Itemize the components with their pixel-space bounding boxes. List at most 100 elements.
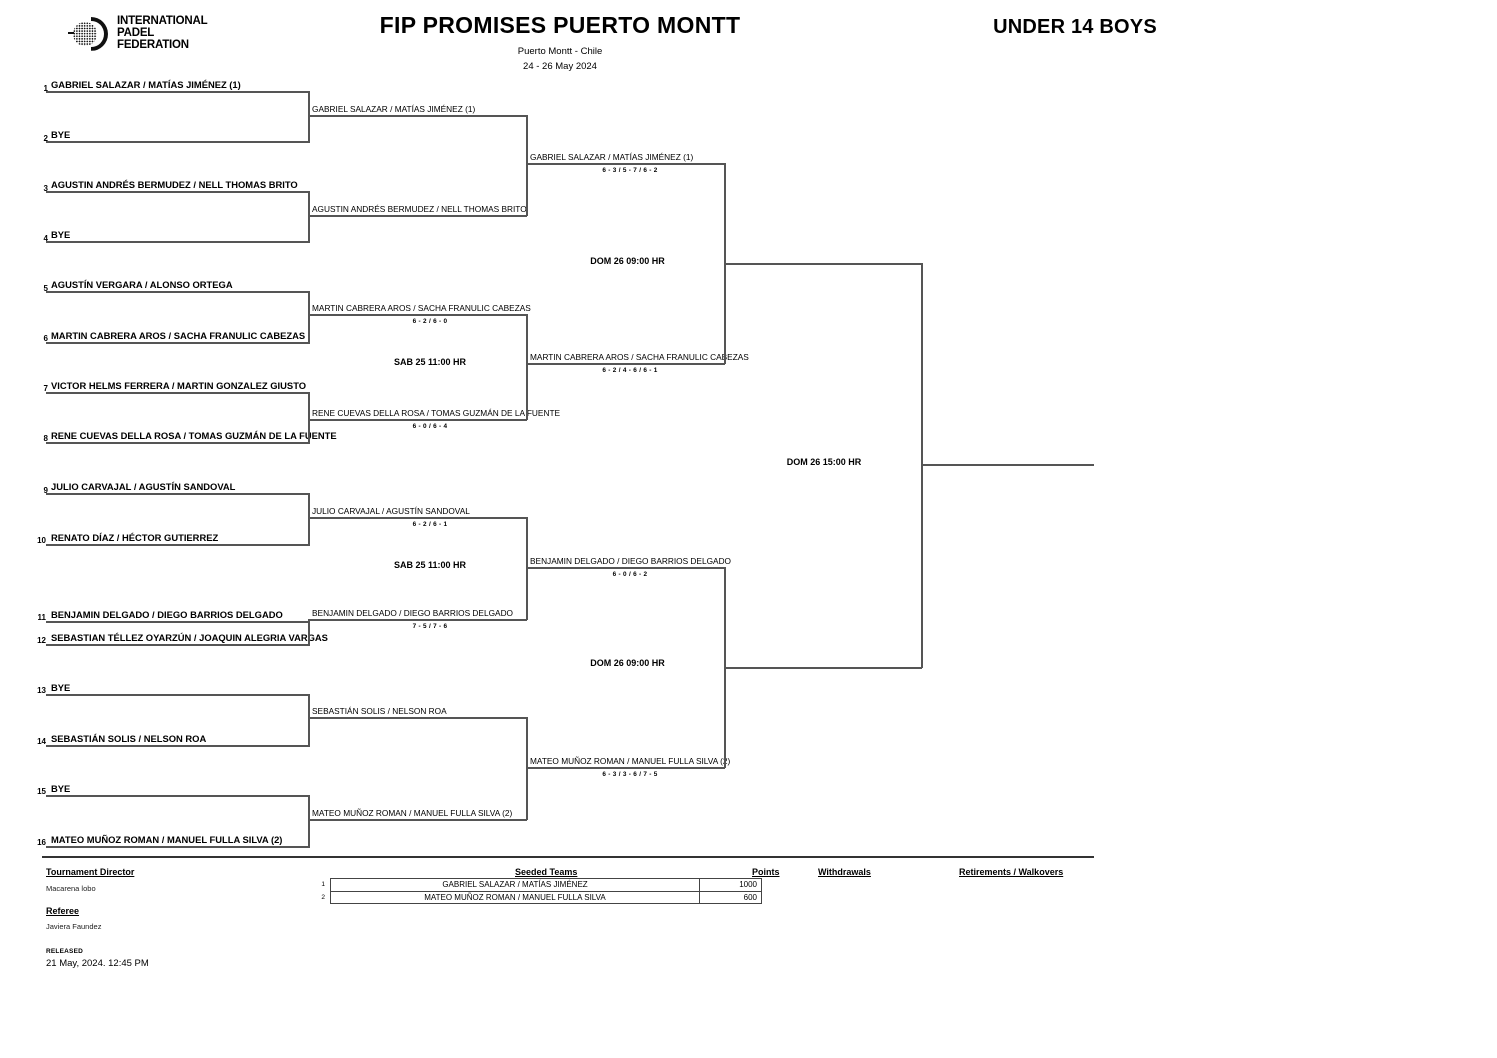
bracket-line — [46, 392, 309, 394]
seed-number: 12 — [37, 636, 46, 645]
seed-team: GABRIEL SALAZAR / MATÍAS JIMÉNEZ — [330, 878, 700, 891]
match-score: 7 - 5 / 7 - 6 — [412, 623, 448, 630]
ipf-logo: INTERNATIONAL PADEL FEDERATION — [68, 15, 208, 51]
round1-slot[interactable]: BYE — [51, 229, 71, 240]
bracket-line — [308, 517, 527, 519]
seed-number: 8 — [43, 434, 48, 443]
logo-line-3: FEDERATION — [117, 38, 189, 51]
round2-slot[interactable]: GABRIEL SALAZAR / MATÍAS JIMÉNEZ (1) — [312, 104, 476, 114]
round3-slot[interactable]: MATEO MUÑOZ ROMAN / MANUEL FULLA SILVA (… — [530, 756, 731, 766]
round3-slot[interactable]: BENJAMIN DELGADO / DIEGO BARRIOS DELGADO — [530, 556, 732, 566]
bracket-line — [526, 567, 725, 569]
round2-slot[interactable]: SEBASTIÁN SOLIS / NELSON ROA — [312, 706, 447, 716]
round1-slot[interactable]: BYE — [51, 783, 71, 794]
bracket-line — [46, 291, 309, 293]
round1-slot[interactable]: RENATO DÍAZ / HÉCTOR GUTIERREZ — [51, 532, 219, 543]
seed-index: 2 — [321, 894, 325, 901]
bracket-line — [308, 191, 310, 243]
final-match-time: DOM 26 15:00 HR — [786, 457, 862, 467]
seed-points: 1000 — [700, 878, 762, 891]
retirements-walkovers-label: Retirements / Walkovers — [959, 867, 1064, 877]
round3-slot[interactable]: GABRIEL SALAZAR / MATÍAS JIMÉNEZ (1) — [530, 152, 694, 162]
bracket-line — [308, 717, 527, 719]
bracket-line — [308, 115, 527, 117]
round2-slot[interactable]: MATEO MUÑOZ ROMAN / MANUEL FULLA SILVA (… — [312, 808, 513, 818]
bracket-line — [46, 241, 309, 243]
seed-number: 1 — [43, 84, 48, 93]
round1-slot[interactable]: SEBASTIÁN SOLIS / NELSON ROA — [51, 733, 207, 744]
match-score: 6 - 3 / 3 - 6 / 7 - 5 — [602, 771, 658, 778]
seed-number: 14 — [37, 737, 46, 746]
bracket-line — [308, 91, 310, 143]
match-score: 6 - 0 / 6 - 4 — [412, 423, 448, 430]
bracket-line — [46, 141, 309, 143]
logo-wordmark: INTERNATIONAL PADEL FEDERATION — [117, 15, 208, 51]
match-score: 6 - 2 / 6 - 0 — [412, 318, 448, 325]
round2-slot[interactable]: JULIO CARVAJAL / AGUSTÍN SANDOVAL — [312, 506, 470, 516]
bracket-line — [526, 115, 528, 216]
round1-slot[interactable]: BYE — [51, 129, 71, 140]
match-time: SAB 25 11:00 HR — [393, 357, 467, 367]
seed-number: 10 — [37, 536, 46, 545]
event-title: FIP PROMISES PUERTO MONTT — [379, 12, 741, 38]
round1-slot[interactable]: MATEO MUÑOZ ROMAN / MANUEL FULLA SILVA (… — [51, 834, 283, 845]
round3-slot[interactable]: MARTIN CABRERA AROS / SACHA FRANULIC CAB… — [530, 352, 749, 362]
round2-slot[interactable]: RENE CUEVAS DELLA ROSA / TOMAS GUZMÁN DE… — [312, 408, 561, 418]
seeded-teams-label: Seeded Teams — [515, 867, 578, 877]
released-label: RELEASED — [46, 948, 83, 955]
match-score: 6 - 2 / 6 - 1 — [412, 521, 448, 528]
round1-slot[interactable]: VICTOR HELMS FERRERA / MARTIN GONZALEZ G… — [51, 380, 307, 391]
seed-number: 5 — [43, 284, 48, 293]
round1-slot[interactable]: AGUSTIN ANDRÉS BERMUDEZ / NELL THOMAS BR… — [51, 179, 298, 190]
bracket-line — [308, 619, 527, 621]
bracket-line — [308, 291, 310, 344]
bracket-line — [308, 795, 310, 848]
seed-number: 9 — [43, 486, 48, 495]
bracket-line — [526, 163, 725, 165]
match-score: 6 - 0 / 6 - 2 — [612, 571, 648, 578]
match-score: 6 - 2 / 4 - 6 / 6 - 1 — [602, 367, 658, 374]
seed-index: 1 — [321, 881, 325, 888]
seed-team: MATEO MUÑOZ ROMAN / MANUEL FULLA SILVA — [330, 891, 700, 904]
referee-label: Referee — [46, 906, 80, 916]
round2-slot[interactable]: MARTIN CABRERA AROS / SACHA FRANULIC CAB… — [312, 303, 531, 313]
bracket-line — [46, 91, 309, 93]
bracket-line — [46, 342, 309, 344]
bracket-line — [724, 263, 922, 265]
round1-slot[interactable]: GABRIEL SALAZAR / MATÍAS JIMÉNEZ (1) — [51, 79, 241, 90]
seed-number: 2 — [43, 134, 48, 143]
bracket-line — [526, 767, 725, 769]
round1-slot[interactable]: RENE CUEVAS DELLA ROSA / TOMAS GUZMÁN DE… — [51, 430, 337, 441]
round1-slot[interactable]: MARTIN CABRERA AROS / SACHA FRANULIC CAB… — [51, 330, 306, 341]
round1-slot[interactable]: BENJAMIN DELGADO / DIEGO BARRIOS DELGADO — [51, 609, 283, 620]
match-score: 6 - 3 / 5 - 7 / 6 - 2 — [602, 167, 658, 174]
round2-slot[interactable]: AGUSTIN ANDRÉS BERMUDEZ / NELL THOMAS BR… — [312, 204, 527, 214]
bracket-line — [921, 464, 1094, 466]
round1-slot[interactable]: AGUSTÍN VERGARA / ALONSO ORTEGA — [51, 279, 233, 290]
seed-points: 600 — [700, 891, 762, 904]
match-time: DOM 26 09:00 HR — [590, 658, 665, 668]
bracket-line — [308, 419, 527, 421]
points-label: Points — [752, 867, 780, 877]
seed-number: 13 — [37, 686, 46, 695]
logo-line-2: PADEL — [117, 26, 155, 39]
round1-slot[interactable]: JULIO CARVAJAL / AGUSTÍN SANDOVAL — [51, 481, 236, 492]
match-time: DOM 26 09:00 HR — [590, 256, 665, 266]
bracket-line — [308, 621, 310, 646]
round1-slot[interactable]: SEBASTIAN TÉLLEZ OYARZÚN / JOAQUIN ALEGR… — [51, 632, 328, 643]
bracket-line — [46, 544, 309, 546]
tournament-bracket: 1 2 3 4 5 6 7 8 9 10 11 12 13 14 15 16 G… — [37, 79, 1094, 848]
event-title-block: FIP PROMISES PUERTO MONTT Puerto Montt -… — [0, 12, 1120, 72]
seed-number: 4 — [43, 234, 48, 243]
bracket-line — [46, 442, 309, 444]
padel-federation-logo-icon — [68, 16, 110, 51]
released-timestamp: 21 May, 2024. 12:45 PM — [46, 958, 149, 969]
round1-slot[interactable]: BYE — [51, 682, 71, 693]
seed-number: 6 — [43, 334, 48, 343]
bracket-line — [308, 314, 527, 316]
logo-line-1: INTERNATIONAL — [117, 15, 208, 27]
round2-slot[interactable]: BENJAMIN DELGADO / DIEGO BARRIOS DELGADO — [312, 608, 514, 618]
referee-value: Javiera Faundez — [46, 922, 102, 931]
page-header: INTERNATIONAL PADEL FEDERATION FIP PROMI… — [0, 0, 1497, 72]
bracket-line — [46, 493, 309, 495]
